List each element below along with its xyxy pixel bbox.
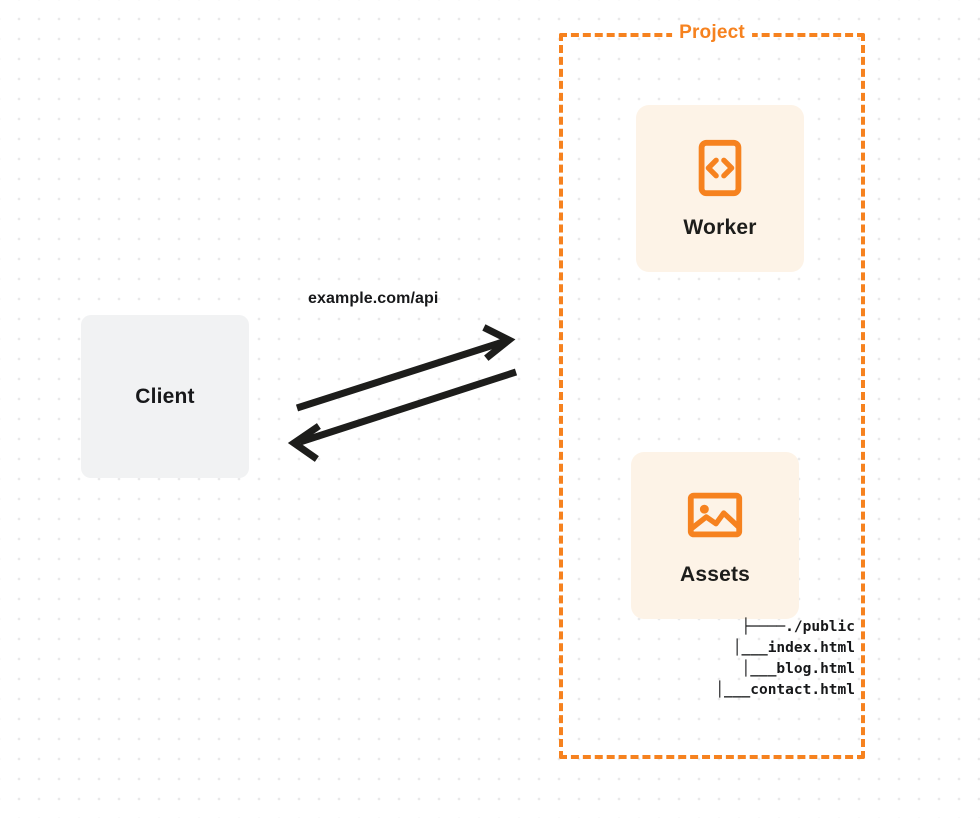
code-brackets-icon (698, 139, 742, 197)
node-assets-label: Assets (679, 563, 751, 586)
image-icon (687, 492, 743, 538)
node-client-label: Client (135, 384, 195, 408)
group-project-label: Project (672, 22, 752, 44)
file-tree-item: │___ index.html (607, 638, 855, 659)
file-tree-root-row: ├──── ./public (607, 617, 856, 638)
file-tree-item-name: blog.html (776, 661, 855, 677)
node-worker-label: Worker (683, 216, 757, 239)
tree-branch-glyph: │___ (732, 640, 768, 656)
node-client[interactable]: Client (81, 315, 249, 478)
group-project: Project Worker Assets ├──── ./public (559, 22, 865, 759)
file-tree-item-name: index.html (767, 640, 855, 656)
tree-branch-glyph: ├──── (741, 619, 786, 635)
file-tree: ├──── ./public │___ index.html │___ blog… (607, 617, 855, 701)
file-tree-item: │___ blog.html (607, 659, 856, 680)
node-worker[interactable]: Worker (636, 105, 804, 272)
tree-branch-glyph: │___ (741, 661, 777, 677)
tree-branch-glyph: │___ (715, 682, 751, 698)
file-tree-item-name: contact.html (750, 682, 855, 698)
response-arrow (287, 368, 518, 462)
file-tree-root-name: ./public (785, 619, 855, 635)
node-assets[interactable]: Assets (631, 452, 799, 619)
request-arrow (295, 324, 516, 412)
file-tree-item: │___ contact.html (607, 680, 855, 701)
edge-label-endpoint: example.com/api (308, 290, 439, 307)
